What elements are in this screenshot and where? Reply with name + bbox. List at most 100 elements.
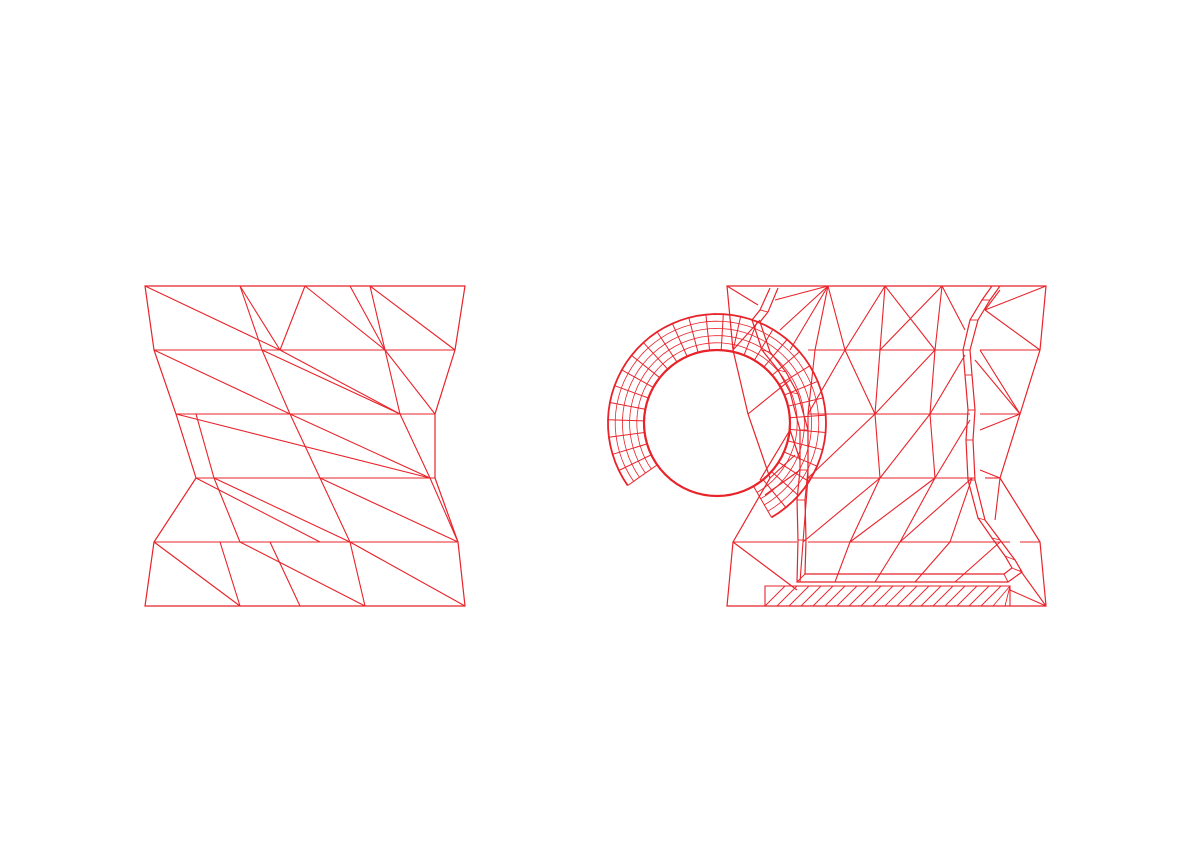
mesh-edge (239, 541, 366, 607)
hatch-line (848, 585, 870, 607)
ring-spoke (732, 316, 742, 352)
mesh-edge (934, 285, 943, 351)
mesh-edge (979, 349, 1021, 415)
hatch-line (956, 585, 978, 607)
hatch-line (764, 585, 786, 607)
ring-link (789, 429, 801, 461)
cut-rung (977, 517, 986, 521)
ring-spoke (753, 329, 774, 361)
mesh-edge (929, 413, 936, 479)
mesh-edge (279, 349, 401, 415)
mesh-edge (914, 541, 951, 583)
ring-mesh (607, 313, 827, 519)
right-triangulated-mesh (726, 285, 1047, 607)
mesh-edge (384, 349, 401, 415)
mesh-edge (789, 285, 829, 351)
mesh-edge (807, 413, 876, 479)
hatch-border (764, 585, 1011, 607)
hatch-line (932, 585, 954, 607)
ring-inner-circle (642, 348, 792, 498)
mesh-edge (929, 354, 966, 415)
mesh-edge (874, 413, 881, 479)
ring-spoke (743, 321, 758, 356)
cut-edge-outer (751, 285, 1023, 583)
mesh-edge (779, 285, 829, 331)
cut-rung (991, 537, 1001, 541)
mesh-edge (979, 469, 1001, 479)
ring-arc (607, 313, 827, 519)
mesh-edge (802, 477, 881, 543)
hatch-line (800, 585, 822, 607)
ring-spoke (753, 485, 772, 518)
mesh-edge (844, 349, 876, 415)
mesh-edge (289, 413, 431, 479)
hatch-line (992, 585, 1011, 607)
ring-spoke (612, 443, 648, 455)
mesh-edge (144, 285, 281, 351)
mesh-edge (949, 477, 973, 543)
ring-spoke (631, 355, 661, 379)
mesh-edge (974, 359, 1021, 415)
mesh-edge (1019, 569, 1047, 607)
hatch-line (908, 585, 930, 607)
mesh-edge (934, 419, 971, 479)
ring-spoke (789, 414, 826, 419)
mesh-edge (874, 541, 901, 583)
mesh-edge (175, 413, 431, 479)
ring-spoke (771, 351, 800, 376)
mesh-edge (261, 349, 401, 415)
mesh-edge (219, 541, 241, 607)
hatched-base (764, 585, 1011, 607)
cut-rung (1004, 555, 1016, 561)
ring-spoke (656, 331, 678, 363)
mesh-edge (899, 477, 936, 543)
cut-rung (1011, 567, 1023, 573)
cut-rung (1003, 573, 1009, 583)
mesh-edge (849, 477, 936, 543)
mesh-edge (827, 285, 846, 351)
ring-spoke (778, 365, 811, 386)
mesh-edge (899, 477, 973, 543)
ring-link (764, 469, 801, 496)
mesh-edge (153, 541, 241, 607)
mesh-edge (984, 309, 1041, 351)
mesh-edge (834, 541, 851, 583)
ring-spoke (608, 432, 645, 438)
mesh-edge (319, 477, 459, 543)
mesh-edge (239, 285, 281, 351)
mesh-edge (879, 285, 943, 351)
hatch-line (836, 585, 858, 607)
ring-spoke (720, 314, 724, 351)
ring-spoke (643, 342, 669, 370)
ring-spoke (762, 479, 787, 508)
ring-spoke (789, 428, 826, 433)
mesh-edge (849, 477, 881, 543)
hatch-line (884, 585, 906, 607)
hatch-line (788, 585, 810, 607)
mesh-edge (984, 285, 1047, 311)
hatch-line (896, 585, 918, 607)
mesh-edge (769, 454, 796, 479)
mesh-edge (726, 285, 759, 306)
mesh-edge (874, 349, 936, 415)
ring-spoke (705, 314, 711, 351)
mesh-edge (879, 285, 886, 351)
mesh-edge (369, 285, 386, 351)
mesh-edge (239, 285, 263, 351)
ring-spoke (607, 419, 645, 422)
mesh-edge (1009, 589, 1047, 607)
mesh-edge (732, 541, 798, 591)
cut-rung (759, 309, 769, 313)
mesh-edge (884, 285, 936, 351)
hatch-line (968, 585, 990, 607)
ring-spoke (783, 451, 818, 467)
mesh-edge (349, 541, 466, 607)
mesh-edge (153, 349, 291, 415)
hatch-line (944, 585, 966, 607)
ring-spoke (614, 385, 649, 399)
mesh-edge (213, 477, 351, 543)
hatch-line (872, 585, 894, 607)
ring-spoke (787, 397, 824, 407)
